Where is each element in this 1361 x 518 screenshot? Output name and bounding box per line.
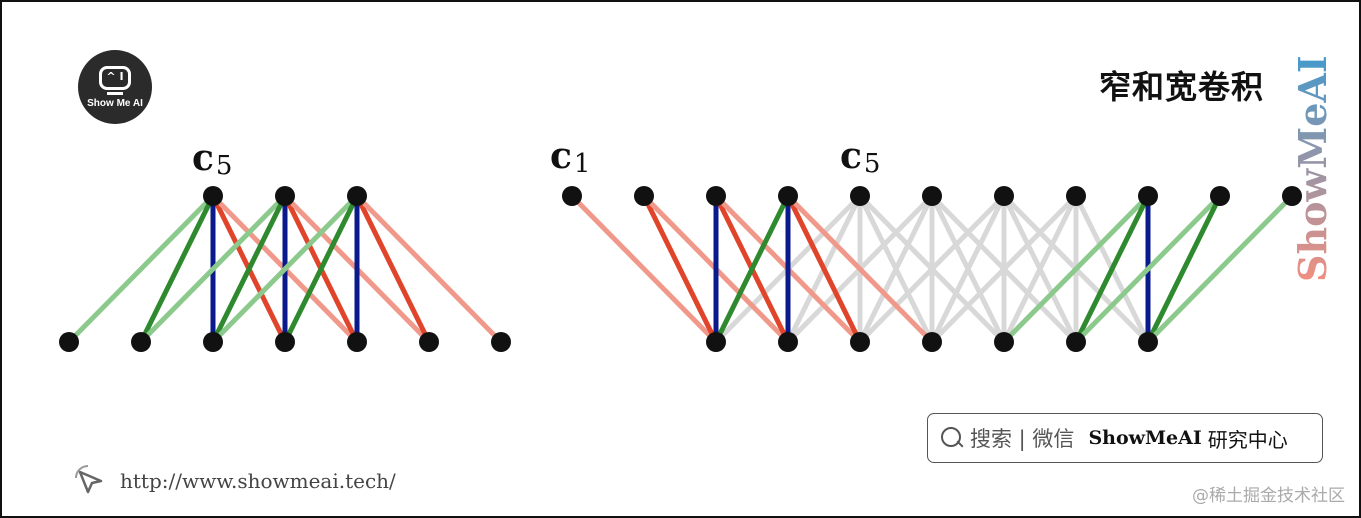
narrow-top-node bbox=[275, 186, 295, 206]
narrow-edge bbox=[138, 193, 288, 345]
logo-text: Show Me AI bbox=[87, 97, 143, 109]
narrow-top-node bbox=[347, 186, 367, 206]
narrow-edge bbox=[354, 193, 432, 345]
wide-bottom-node bbox=[922, 332, 942, 352]
juejin-credit: @稀土掘金技术社区 bbox=[1192, 486, 1345, 506]
wide-top-node bbox=[1210, 186, 1230, 206]
wide-top-node bbox=[562, 186, 582, 206]
wide-edge bbox=[569, 193, 719, 345]
wide-edge bbox=[1073, 193, 1151, 345]
wide-c5-label: c5 bbox=[840, 135, 880, 179]
narrow-top-node bbox=[203, 186, 223, 206]
cursor-click-icon bbox=[75, 465, 103, 494]
wide-top-node bbox=[1066, 186, 1086, 206]
wide-edge bbox=[857, 193, 935, 345]
narrow-bottom-node bbox=[59, 332, 79, 352]
page-title: 窄和宽卷积 bbox=[1098, 68, 1264, 106]
wide-bottom-node bbox=[994, 332, 1014, 352]
search-suffix: 研究中心 bbox=[1207, 427, 1288, 452]
wide-edge bbox=[1001, 193, 1079, 345]
wide-bottom-node bbox=[778, 332, 798, 352]
wide-edge bbox=[1145, 193, 1295, 345]
narrow-bottom-node bbox=[491, 332, 511, 352]
robot-face-icon bbox=[99, 65, 131, 90]
wide-top-node bbox=[922, 186, 942, 206]
narrow-bottom-node bbox=[131, 332, 151, 352]
wechat-search-box[interactable]: 搜索 | 微信 ShowMeAI 研究中心 bbox=[927, 413, 1323, 463]
website-url: http://www.showmeai.tech/ bbox=[120, 469, 396, 493]
wide-top-node bbox=[850, 186, 870, 206]
narrow-edge bbox=[282, 193, 360, 345]
wide-edge bbox=[1145, 193, 1223, 345]
wide-c1-label: c1 bbox=[550, 135, 590, 179]
wide-top-node bbox=[994, 186, 1014, 206]
wide-edge bbox=[929, 193, 1079, 345]
wide-edge bbox=[713, 193, 791, 345]
website-link[interactable]: http://www.showmeai.tech/ bbox=[74, 464, 396, 498]
wide-bottom-node bbox=[706, 332, 726, 352]
wide-bottom-node bbox=[1138, 332, 1158, 352]
search-icon bbox=[940, 426, 964, 450]
wide-bottom-node bbox=[1066, 332, 1086, 352]
search-prefix: 搜索 | 微信 bbox=[970, 427, 1075, 451]
narrow-bottom-node bbox=[275, 332, 295, 352]
wide-top-node bbox=[634, 186, 654, 206]
wide-top-node bbox=[1282, 186, 1302, 206]
narrow-bottom-node bbox=[203, 332, 223, 352]
wide-edge bbox=[785, 193, 863, 345]
showmeai-logo: Show Me AI bbox=[78, 50, 152, 124]
wide-edge bbox=[857, 193, 1007, 345]
narrow-edge bbox=[138, 193, 216, 345]
wide-top-node bbox=[778, 186, 798, 206]
wide-edge bbox=[641, 193, 719, 345]
wide-top-node bbox=[1138, 186, 1158, 206]
wide-bottom-node bbox=[850, 332, 870, 352]
wide-edge bbox=[1073, 193, 1223, 345]
search-brand: ShowMeAI bbox=[1088, 427, 1202, 449]
narrow-edge bbox=[66, 193, 216, 345]
wide-edge bbox=[785, 193, 935, 345]
narrow-edge bbox=[210, 193, 360, 345]
narrow-edge bbox=[210, 193, 288, 345]
wide-edge bbox=[1001, 193, 1151, 345]
narrow-c5-label: c5 bbox=[192, 137, 232, 181]
narrow-bottom-node bbox=[347, 332, 367, 352]
narrow-bottom-node bbox=[419, 332, 439, 352]
narrow-edge bbox=[354, 193, 504, 345]
wide-edge bbox=[929, 193, 1007, 345]
wide-top-node bbox=[706, 186, 726, 206]
